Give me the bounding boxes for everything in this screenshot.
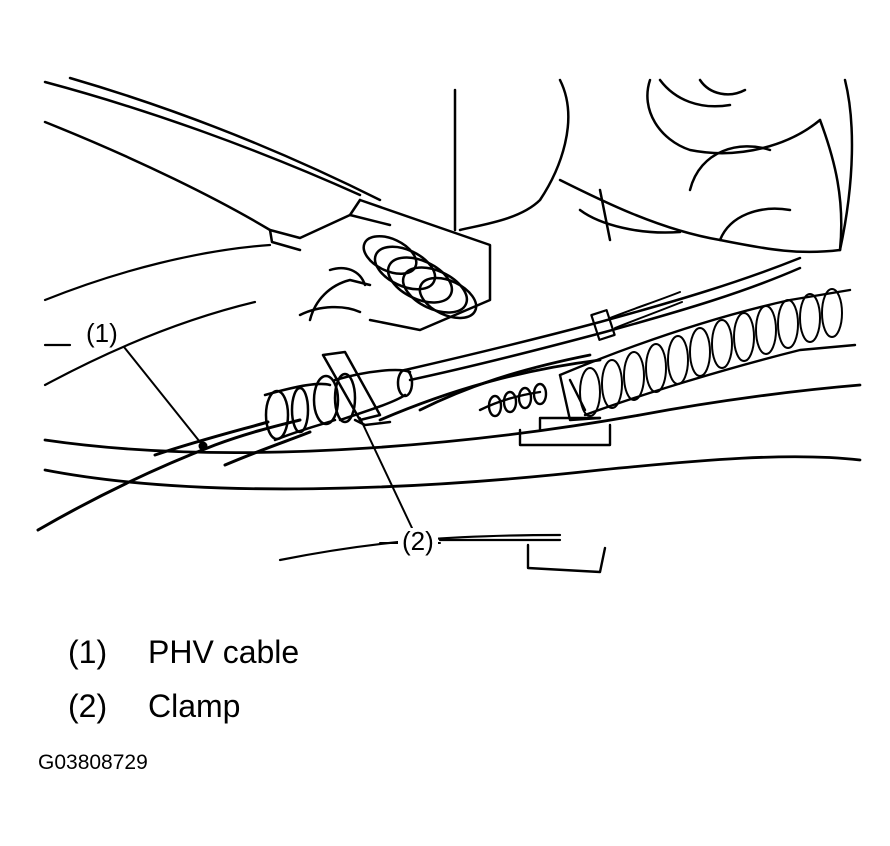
callout-1-label: (1) — [82, 320, 122, 346]
phv-cable — [36, 256, 802, 532]
contour-lines — [43, 243, 562, 562]
legend-marker: (2) — [68, 688, 108, 724]
bracket — [518, 373, 612, 447]
cable-grommet — [263, 382, 337, 442]
body-panel — [43, 76, 392, 252]
legend-marker: (1) — [68, 634, 108, 670]
corrugated-hose — [478, 288, 857, 418]
legend-item-phv-cable: (1) PHV cable — [68, 636, 299, 668]
clamp — [312, 350, 414, 427]
callout-2-label: (2) — [398, 528, 438, 554]
legend-label: PHV cable — [148, 634, 300, 670]
engine-block — [453, 78, 854, 254]
legend-item-clamp: (2) Clamp — [68, 690, 240, 722]
legend-label: Clamp — [148, 688, 241, 724]
lower-bracket — [526, 543, 607, 574]
phv-cable-clamp-illustration — [36, 76, 862, 574]
spring-assembly — [298, 198, 492, 332]
figure-code: G03808729 — [38, 751, 148, 774]
cross-member — [43, 353, 862, 491]
